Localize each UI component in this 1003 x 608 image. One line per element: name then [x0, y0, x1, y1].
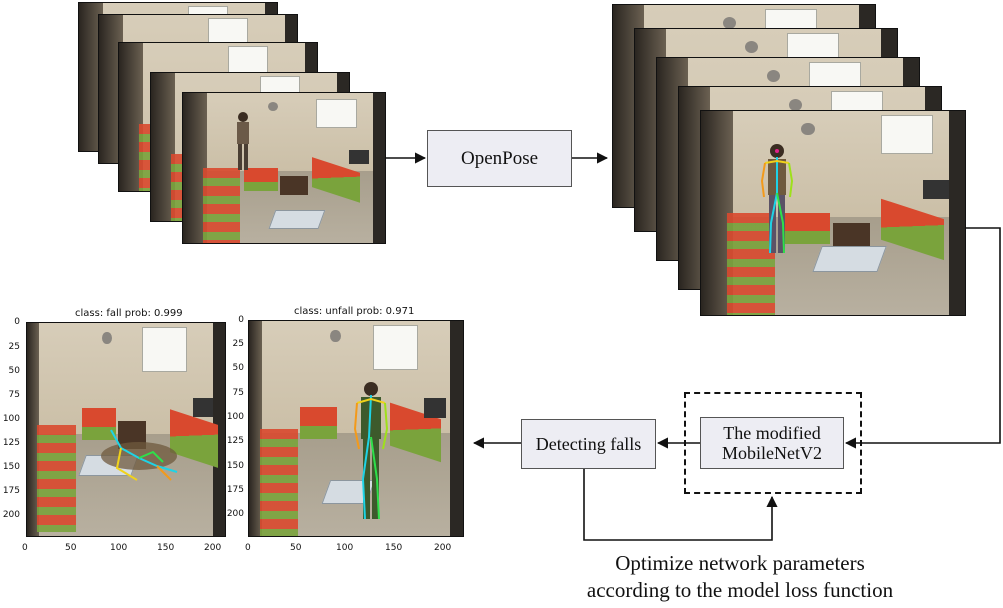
arrow-feedback-loop [583, 469, 778, 541]
y-tick: 100 [2, 414, 20, 424]
y-tick: 200 [226, 509, 244, 519]
x-tick: 100 [110, 543, 128, 553]
x-tick: 150 [385, 543, 403, 553]
plot-right-image [248, 320, 464, 537]
y-tick: 125 [2, 438, 20, 448]
mobilenet-label-line2: MobileNetV2 [722, 443, 822, 463]
y-tick: 25 [232, 339, 244, 349]
person-figure [237, 112, 249, 170]
y-tick: 50 [8, 366, 20, 376]
mobilenet-label-line1: The modified [723, 423, 821, 443]
y-tick: 175 [2, 486, 20, 496]
input-frame-front [182, 92, 386, 244]
openpose-box: OpenPose [427, 130, 572, 187]
openpose-label: OpenPose [460, 147, 539, 169]
x-tick: 50 [65, 543, 77, 553]
fallen-person-skeleton [101, 429, 178, 481]
caption-line-2: according to the model loss function [586, 578, 894, 602]
y-tick: 0 [238, 315, 244, 325]
detecting-falls-label: Detecting falls [535, 433, 642, 454]
y-tick: 125 [226, 436, 244, 446]
y-tick: 150 [2, 462, 20, 472]
pose-skeleton [760, 144, 794, 254]
caption-line-1: Optimize network parameters [615, 551, 865, 575]
x-tick: 0 [22, 543, 28, 553]
detecting-falls-box: Detecting falls [521, 419, 656, 469]
y-tick: 175 [226, 485, 244, 495]
x-tick: 0 [245, 543, 251, 553]
standing-person-skeleton [353, 382, 389, 520]
x-tick: 200 [204, 543, 222, 553]
y-tick: 150 [226, 461, 244, 471]
plot-left-image [26, 322, 226, 537]
x-tick: 150 [157, 543, 175, 553]
y-tick: 75 [8, 390, 20, 400]
x-tick: 100 [336, 543, 354, 553]
y-tick: 50 [232, 363, 244, 373]
mobilenet-box: The modified MobileNetV2 [700, 417, 844, 469]
y-tick: 200 [2, 510, 20, 520]
x-tick: 200 [434, 543, 452, 553]
y-tick: 100 [226, 412, 244, 422]
y-tick: 0 [14, 317, 20, 327]
arrow-poses-to-model [844, 227, 1001, 449]
pose-frame-front [700, 110, 966, 316]
x-tick: 50 [290, 543, 302, 553]
plot-left-title: class: fall prob: 0.999 [75, 308, 183, 319]
y-tick: 75 [232, 388, 244, 398]
plot-right-title: class: unfall prob: 0.971 [294, 306, 415, 317]
y-tick: 25 [8, 342, 20, 352]
